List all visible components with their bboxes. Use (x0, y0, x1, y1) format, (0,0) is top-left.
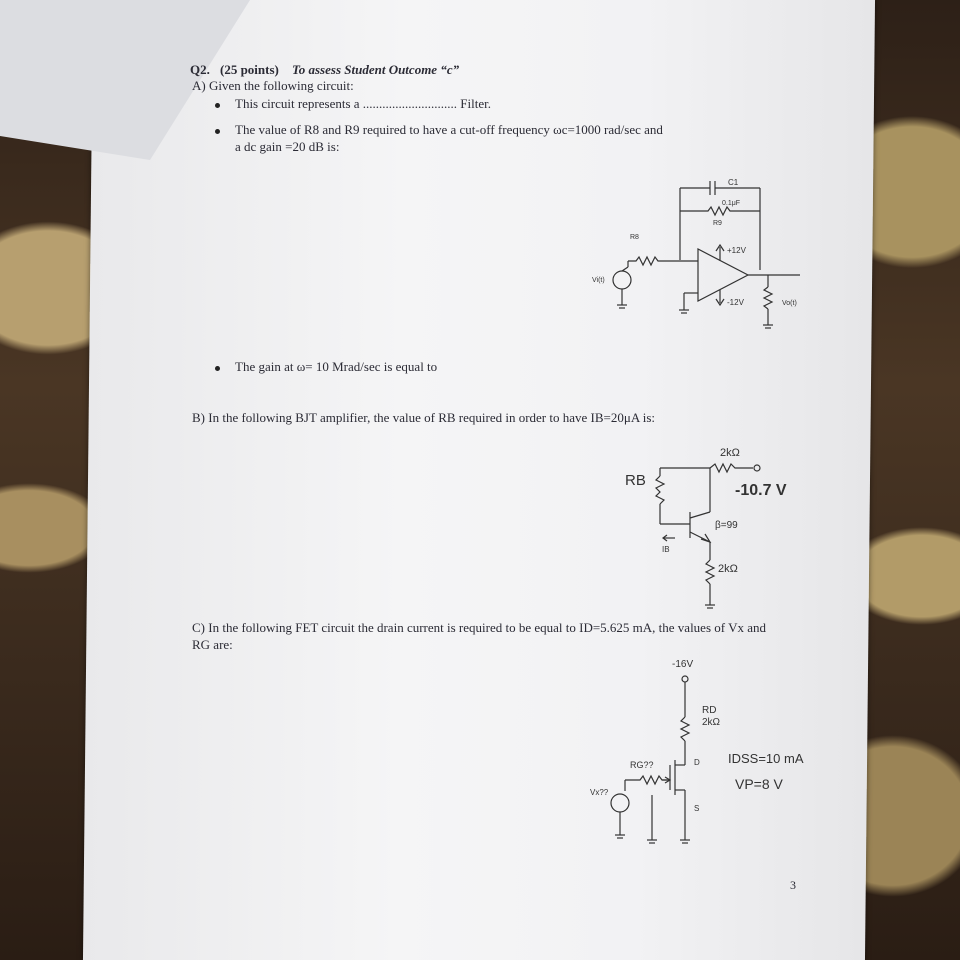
opamp-r9-label: R9 (713, 220, 722, 227)
question-outcome: To assess Student Outcome “c” (292, 62, 460, 77)
bullet-2-text-line1: The value of R8 and R9 required to have … (235, 122, 663, 137)
fet-d-label: D (694, 758, 700, 767)
bullet-3 (215, 366, 220, 371)
bjt-beta-label: β=99 (715, 520, 738, 531)
fet-vdd-label: -16V (672, 659, 693, 670)
fet-circuit: -16V RD 2kΩ D S RG?? Vx?? IDSS=10 mA VP=… (590, 659, 804, 844)
bullet-2-text-line2: a dc gain =20 dB is: (235, 139, 340, 154)
question-number: Q2. (190, 62, 210, 77)
fet-vx-label: Vx?? (590, 788, 609, 797)
bjt-supply-label: -10.7 V (735, 482, 787, 499)
bullet-2 (215, 129, 220, 134)
part-c-label-line1: C) In the following FET circuit the drai… (192, 620, 767, 635)
fet-s-label: S (694, 804, 699, 813)
bullet-3-text: The gain at ω= 10 Mrad/sec is equal to (235, 359, 438, 374)
part-a-label: A) Given the following circuit: (192, 78, 354, 93)
question-points: (25 points) (220, 62, 279, 77)
bjt-rc-label: 2kΩ (720, 447, 740, 459)
fet-idss-label: IDSS=10 mA (728, 751, 804, 766)
opamp-c1-value: 0.1μF (722, 200, 740, 207)
part-c-label-line2: RG are: (192, 637, 233, 652)
bullet-1-text: This circuit represents a ..............… (235, 96, 491, 111)
bjt-rb-label: RB (625, 472, 646, 489)
fet-vp-label: VP=8 V (735, 776, 784, 792)
bullet-1 (215, 103, 220, 108)
opamp-vpos-label: +12V (727, 246, 747, 255)
bjt-re-label: 2kΩ (718, 563, 738, 575)
fet-rd-value: 2kΩ (702, 717, 721, 728)
page-number: 3 (790, 878, 796, 892)
opamp-vout-label: Vo(t) (782, 300, 797, 307)
opamp-circuit: C1 0.1μF R9 R8 +12V -12V Vi(t) Vo(t) (592, 178, 800, 329)
opamp-vneg-label: -12V (727, 298, 745, 307)
bjt-ib-label: IB (662, 545, 670, 554)
fet-rd-label: RD (702, 705, 716, 716)
opamp-c1-label: C1 (728, 178, 739, 187)
opamp-r8-label: R8 (630, 234, 639, 241)
bjt-circuit: 2kΩ RB -10.7 V β=99 IB 2kΩ (625, 447, 787, 609)
opamp-vin-label: Vi(t) (592, 277, 605, 284)
part-b-label: B) In the following BJT amplifier, the v… (192, 410, 656, 425)
fet-rg-label: RG?? (630, 760, 654, 770)
